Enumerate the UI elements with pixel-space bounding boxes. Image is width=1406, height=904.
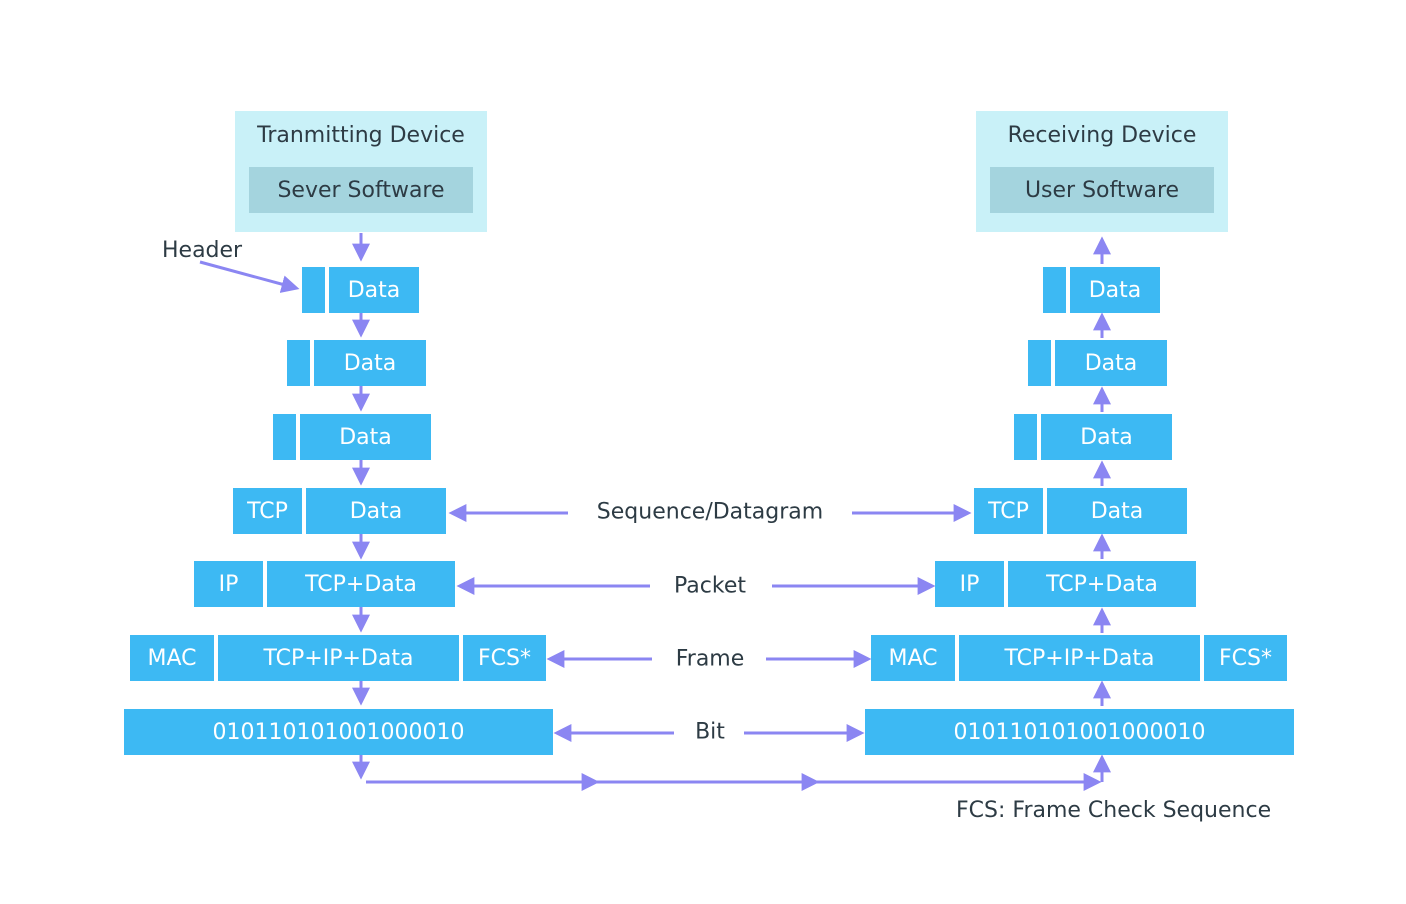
mac-block: MAC	[130, 635, 214, 681]
data-block: Data	[306, 488, 446, 534]
ip-block: IP	[935, 561, 1004, 607]
header-block	[1043, 267, 1066, 313]
data-block: Data	[329, 267, 419, 313]
header-block	[1028, 340, 1051, 386]
receiving-device-title: Receiving Device	[1007, 123, 1197, 148]
data-block: Data	[1047, 488, 1187, 534]
transmitting-device: Tranmitting Device Sever Software	[235, 111, 487, 232]
bit-block: 010110101001000010	[865, 709, 1294, 755]
mac-block: MAC	[871, 635, 955, 681]
bit-block: 010110101001000010	[124, 709, 553, 755]
header-block	[1014, 414, 1037, 460]
data-block: Data	[1041, 414, 1172, 460]
tcp-data-block: TCP+Data	[1008, 561, 1196, 607]
user-software: User Software	[990, 167, 1214, 213]
server-software: Sever Software	[249, 167, 473, 213]
data-block: Data	[1070, 267, 1160, 313]
data-block: Data	[314, 340, 426, 386]
bit-label: Bit	[689, 719, 731, 745]
fcs-block: FCS*	[1204, 635, 1287, 681]
fcs-footnote: FCS: Frame Check Sequence	[956, 798, 1272, 823]
tcp-block: TCP	[974, 488, 1043, 534]
ip-block: IP	[194, 561, 263, 607]
packet-label: Packet	[668, 573, 752, 599]
header-block	[302, 267, 325, 313]
tcp-data-block: TCP+Data	[267, 561, 455, 607]
frame-label: Frame	[669, 646, 751, 672]
transmitting-device-title: Tranmitting Device	[257, 123, 465, 148]
data-block: Data	[1055, 340, 1167, 386]
tcp-ip-data-block: TCP+IP+Data	[959, 635, 1200, 681]
tcp-block: TCP	[233, 488, 302, 534]
header-label: Header	[162, 238, 243, 263]
header-block	[273, 414, 296, 460]
receiving-device: Receiving Device User Software	[976, 111, 1228, 232]
tcp-ip-data-block: TCP+IP+Data	[218, 635, 459, 681]
data-block: Data	[300, 414, 431, 460]
fcs-block: FCS*	[463, 635, 546, 681]
sequence-label: Sequence/Datagram	[590, 499, 830, 525]
header-pointer-arrow	[199, 260, 300, 293]
header-block	[287, 340, 310, 386]
